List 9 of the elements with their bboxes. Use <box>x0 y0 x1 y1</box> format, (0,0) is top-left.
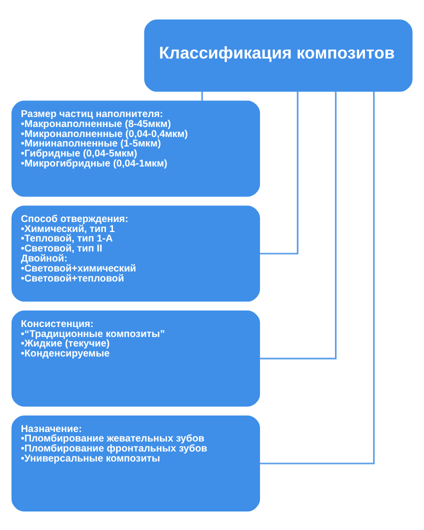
connector <box>260 90 298 254</box>
node-box: Классификация композитов <box>144 18 412 92</box>
node-box: Назначение: •Пломбирование жевательных зубов •Пломбирование фронтальных зубов •Универсальные композиты <box>12 415 260 512</box>
connector <box>260 90 375 464</box>
node-box: Размер частиц наполнителя: •Макронаполненные (8-45мкм) •Микронаполненные (0,04-0,4мкм) •Мининаполненные (1-5мкм) •Гибридные (0,04-5мкм) •Микрогибридные (0,04-1мкм) <box>12 100 260 196</box>
node-box: Консистенция: •“Традиционные композиты” •Жидкие (текучие) •Конденсируемые <box>12 310 260 406</box>
connector <box>260 90 337 359</box>
node-box: Способ отверждения: •Химический, тип 1 •Тепловой, тип 1-А •Световой, тип II Двойной: •Световой+химический •Световой+тепловой <box>12 205 260 302</box>
connector <box>201 90 203 100</box>
